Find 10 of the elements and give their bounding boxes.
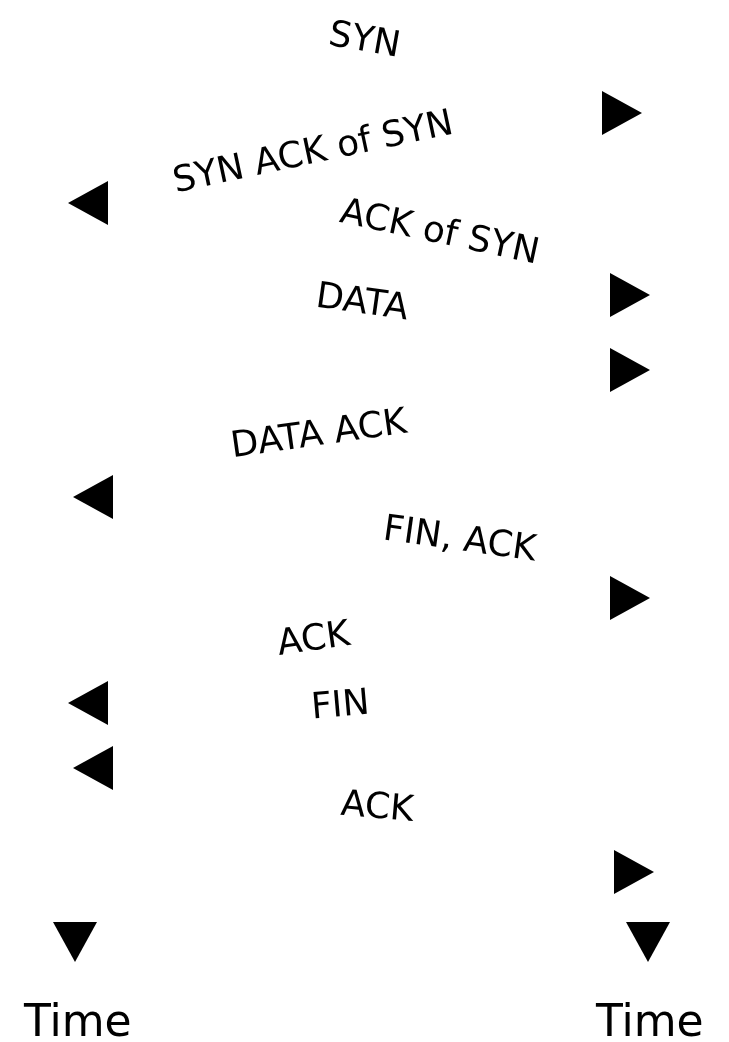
message-label: FIN, ACK	[380, 506, 539, 568]
message-label: SYN	[326, 11, 404, 65]
message-label: DATA ACK	[227, 399, 409, 465]
message-label: FIN	[309, 680, 371, 726]
message-label: ACK of SYN	[336, 188, 544, 272]
message-label: ACK	[274, 611, 352, 663]
message-label: ACK	[338, 781, 415, 829]
axis-label: Time	[24, 994, 132, 1042]
message-label: DATA	[313, 273, 411, 327]
axis-label: Time	[596, 994, 704, 1042]
